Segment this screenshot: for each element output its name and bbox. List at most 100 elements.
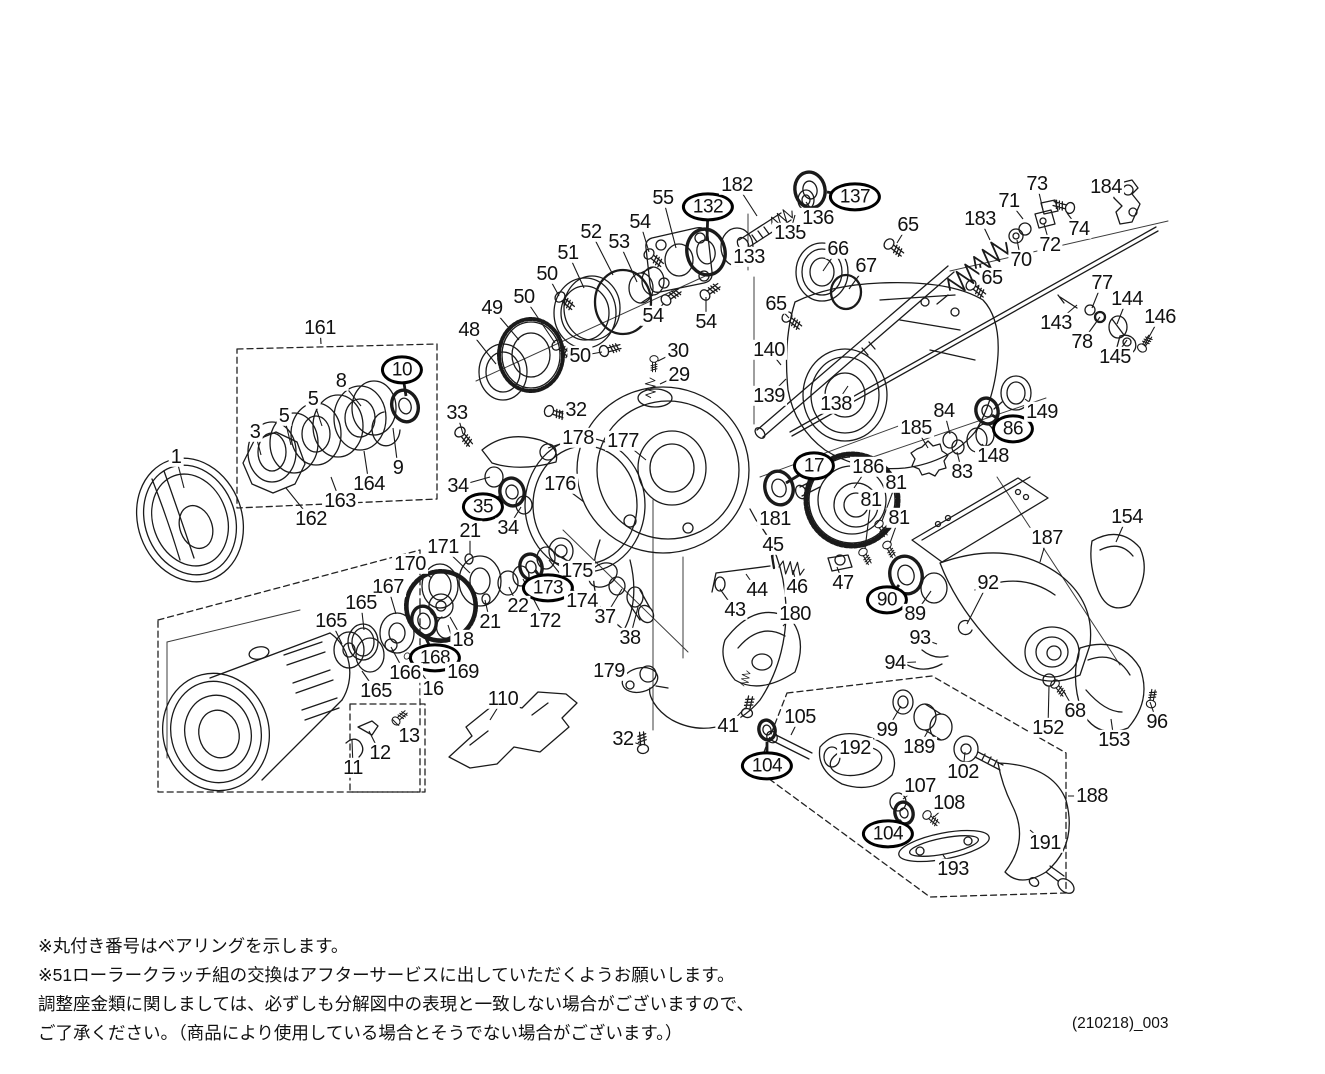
leader-line-51 <box>567 252 585 289</box>
leader-line-172 <box>522 578 546 622</box>
leader-line-186 <box>853 466 869 489</box>
leader-line-135 <box>789 214 796 234</box>
leader-line-35 <box>482 493 503 509</box>
leader-line-146 <box>1143 316 1161 347</box>
leader-line-92 <box>966 582 989 625</box>
leader-line-132 <box>705 206 710 241</box>
leader-line-187 <box>1039 537 1048 563</box>
leader-line-84 <box>943 410 951 435</box>
leader-line-81 <box>864 499 872 550</box>
leader-line-5 <box>283 415 292 446</box>
bail-group <box>588 508 853 729</box>
leader-line-133 <box>733 250 750 258</box>
leader-line-30 <box>657 350 679 362</box>
leader-line-168 <box>423 635 437 659</box>
worm-group <box>936 179 1155 355</box>
leader-line-137 <box>826 190 856 199</box>
leader-line-89 <box>914 590 932 615</box>
footnote-line: ※丸付き番号はベアリングを示します。 <box>38 936 349 956</box>
leader-line-1 <box>175 456 185 489</box>
leader-line-138 <box>835 385 849 405</box>
leader-line-10 <box>400 369 408 397</box>
leader-line-93 <box>919 637 938 645</box>
leader-line-49 <box>491 307 520 341</box>
leader-line-108 <box>933 802 950 818</box>
leader-line-41 <box>727 707 746 727</box>
leader-line-74 <box>1066 212 1080 230</box>
leader-line-99 <box>886 705 902 731</box>
leader-line-104 <box>886 819 903 835</box>
leader-line-9 <box>392 427 399 469</box>
leader-line-183 <box>979 218 991 241</box>
leader-line-176 <box>559 483 585 503</box>
leader-line-184 <box>1105 186 1121 193</box>
leader-line-8 <box>340 380 362 407</box>
leader-line-55 <box>662 197 677 249</box>
leader-line-34 <box>457 476 491 487</box>
leader-line-53 <box>618 241 638 283</box>
leader-line-12 <box>368 730 381 754</box>
leader-line-5 <box>312 398 323 427</box>
leader-line-11 <box>351 739 354 769</box>
leader-line-81 <box>881 482 897 522</box>
leader-line-173 <box>533 569 550 589</box>
leader-line-136 <box>805 201 819 219</box>
leader-line-163 <box>330 476 341 502</box>
leader-line-32 <box>557 409 577 413</box>
leader-line-96 <box>1149 701 1158 723</box>
leader-line-107 <box>902 785 921 800</box>
leader-line-105 <box>790 716 801 736</box>
clutch-group <box>478 227 723 401</box>
leader-line-180 <box>782 613 796 627</box>
leader-line-29 <box>659 374 680 385</box>
leader-line-47 <box>836 566 844 584</box>
leader-line-78 <box>1081 316 1101 343</box>
leader-line-148 <box>981 443 994 457</box>
leader-line-81 <box>889 517 900 544</box>
leader-line-94 <box>894 661 917 664</box>
leader-line-102 <box>962 751 966 773</box>
leader-line-66 <box>822 248 839 272</box>
leader-line-16 <box>410 658 434 690</box>
leader-line-72 <box>1043 223 1051 246</box>
leader-line-169 <box>447 624 464 673</box>
leader-line-110 <box>489 698 504 721</box>
leader-line-192 <box>854 747 860 758</box>
leader-line-143 <box>1055 304 1078 324</box>
footnote-line: 調整座金類に関しましては、必ずしも分解図中の表現と一致しない場合がございますので… <box>38 994 754 1014</box>
leader-line-164 <box>363 450 370 485</box>
leader-line-179 <box>608 670 627 678</box>
leader-line-177 <box>622 440 647 461</box>
leader-line-48 <box>468 329 497 365</box>
leader-line-152 <box>1047 685 1050 729</box>
leader-line-90 <box>885 584 901 601</box>
leader-line-33 <box>456 412 464 435</box>
leader-line-54 <box>652 302 665 317</box>
leader-line-153 <box>1110 718 1115 741</box>
leader-line-191 <box>1029 829 1046 844</box>
line-clip-parts <box>345 708 410 758</box>
spool <box>161 632 351 792</box>
document-code: (210218)_003 <box>1072 1015 1169 1032</box>
leader-line-65 <box>896 224 909 244</box>
leader-line-170 <box>409 563 433 579</box>
rotor <box>576 386 750 631</box>
oscillating-gear-group <box>404 537 574 643</box>
side-covers <box>1042 533 1159 733</box>
leader-line-34 <box>507 506 522 529</box>
leader-line-46 <box>792 569 798 588</box>
leader-line-165 <box>330 620 343 645</box>
leader-line-189 <box>918 728 930 748</box>
leader-line-154 <box>1115 516 1128 543</box>
drag-knob <box>135 457 245 583</box>
leader-line-71 <box>1008 200 1024 220</box>
leader-line-17 <box>785 464 815 485</box>
leader-line-139 <box>768 378 787 397</box>
leader-line-161 <box>319 327 322 345</box>
leader-line-181 <box>756 518 776 527</box>
leader-line-37 <box>604 588 623 618</box>
sticker-sheet <box>448 691 578 769</box>
leader-line-144 <box>1116 298 1128 325</box>
leader-line-50 <box>579 351 603 357</box>
